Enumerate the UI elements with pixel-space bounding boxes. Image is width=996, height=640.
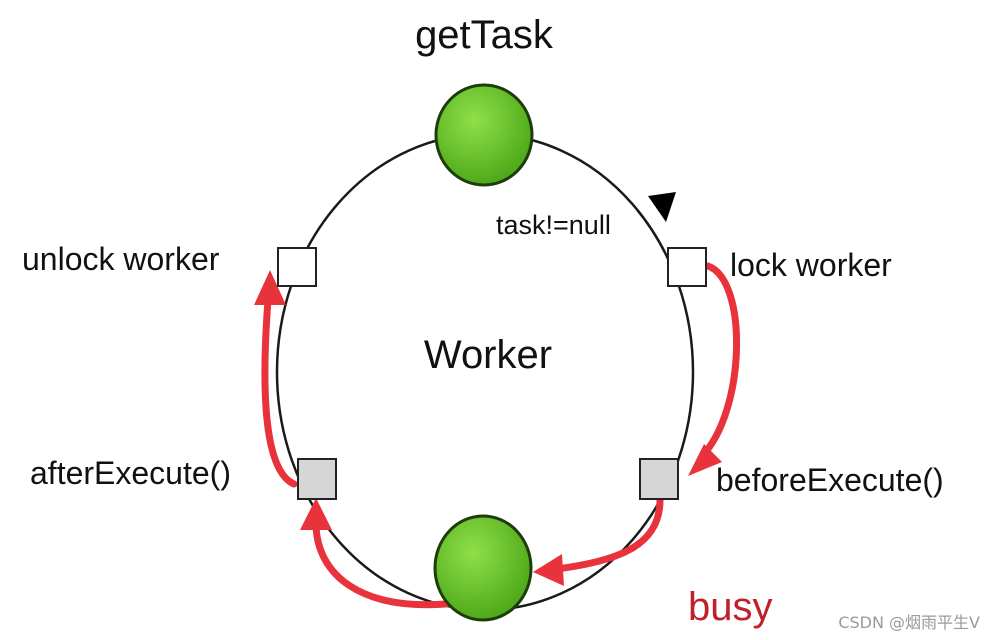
busy-arrow-before-to-busy: [544, 496, 664, 574]
get-task-label: getTask: [415, 13, 554, 57]
before-execute-box: [639, 458, 679, 500]
worker-center-label: Worker: [424, 333, 552, 377]
busy-arrowhead-after: [300, 498, 332, 530]
lock-worker-label: lock worker: [730, 247, 892, 283]
get-task-node: [434, 83, 534, 187]
busy-label: busy: [688, 585, 773, 629]
busy-arrowhead-unlock: [254, 270, 286, 305]
busy-node: [433, 514, 533, 622]
busy-arrow-busy-to-after: [312, 522, 450, 609]
unlock-worker-box: [277, 247, 317, 287]
flow-arrowhead: [648, 192, 676, 222]
busy-arrowheads: [254, 270, 722, 586]
after-execute-box: [297, 458, 337, 500]
after-execute-label: afterExecute(): [30, 455, 231, 491]
busy-arrowhead-busy: [533, 554, 564, 586]
lock-worker-box: [667, 247, 707, 287]
before-execute-label: beforeExecute(): [716, 462, 944, 498]
busy-arrow-lock-to-before: [698, 262, 740, 460]
watermark-text: CSDN @烟雨平生V: [838, 613, 980, 632]
unlock-worker-label: unlock worker: [22, 241, 220, 277]
busy-cycle-arrows: [261, 262, 740, 609]
task-condition-label: task!=null: [496, 210, 611, 240]
busy-arrowhead-before: [688, 444, 722, 476]
busy-arrow-after-to-unlock: [261, 296, 298, 488]
